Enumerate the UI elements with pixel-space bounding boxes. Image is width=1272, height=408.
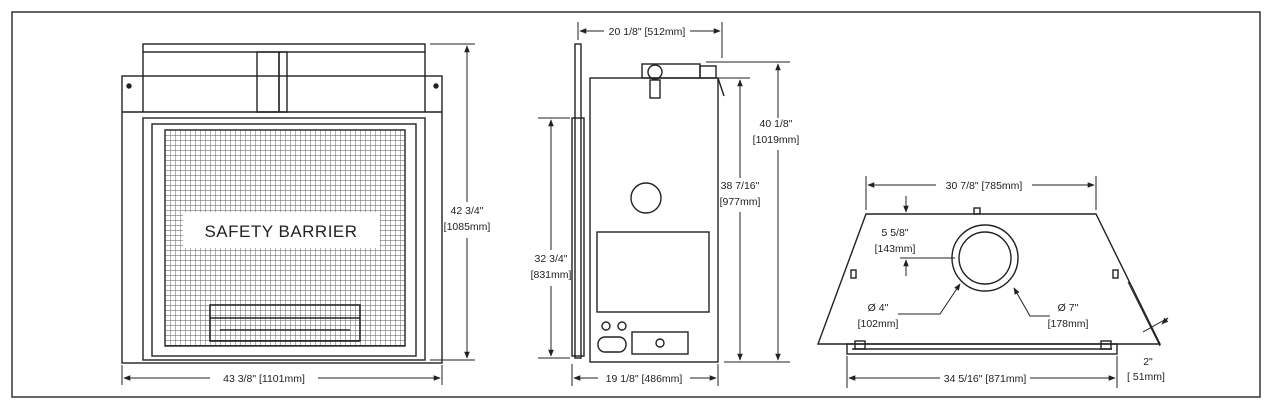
front-height-dim-mm: [1085mm] bbox=[444, 221, 491, 233]
side-top-box bbox=[699, 65, 717, 79]
side-oval-port bbox=[597, 336, 627, 353]
top-view bbox=[816, 207, 1162, 355]
side-dimensions bbox=[538, 22, 790, 386]
front-top-bar bbox=[142, 43, 426, 53]
top-depth-in: 2" bbox=[1143, 356, 1153, 368]
safety-barrier-label: SAFETY BARRIER bbox=[204, 222, 357, 241]
side-access-panel bbox=[596, 231, 710, 313]
side-body bbox=[589, 77, 719, 363]
front-log-grate bbox=[209, 304, 361, 342]
side-control-panel bbox=[631, 331, 689, 355]
side-round-opening bbox=[630, 182, 662, 214]
side-view bbox=[571, 43, 725, 363]
side-front-height-mm: [831mm] bbox=[531, 269, 572, 281]
side-door-edge bbox=[571, 117, 585, 357]
flue-inner-ring bbox=[958, 231, 1012, 285]
top-inner-dia-mm: [102mm] bbox=[858, 318, 899, 330]
front-top-bracket-right bbox=[278, 51, 288, 113]
diagram-border bbox=[11, 11, 1261, 398]
top-dimensions bbox=[846, 176, 1169, 388]
top-outer-dia-mm: [178mm] bbox=[1048, 318, 1089, 330]
front-dimensions bbox=[121, 43, 475, 385]
top-outer-dia-in: Ø 7" bbox=[1058, 302, 1079, 314]
side-body-height-mm: [977mm] bbox=[720, 196, 761, 208]
side-vent-bracket bbox=[647, 64, 663, 80]
front-surround bbox=[121, 75, 443, 364]
top-depth-mm: [ 51mm] bbox=[1127, 371, 1165, 383]
safety-barrier-plate bbox=[183, 212, 380, 248]
front-width-dim: 43 3/8" [1101mm] bbox=[223, 373, 305, 385]
side-overall-height-in: 40 1/8" bbox=[760, 118, 793, 130]
top-bottom-width-dim: 34 5/16" [871mm] bbox=[944, 373, 1027, 385]
side-body-height-in: 38 7/16" bbox=[721, 180, 760, 192]
front-frame-outer bbox=[142, 117, 426, 361]
front-view bbox=[121, 43, 443, 364]
top-outline bbox=[816, 213, 1162, 345]
front-frame-inner bbox=[151, 123, 417, 357]
side-knob-right bbox=[617, 321, 627, 331]
top-width-dim: 30 7/8" [785mm] bbox=[946, 180, 1023, 192]
front-top-bracket-left bbox=[256, 51, 280, 113]
side-front-panel bbox=[574, 43, 582, 359]
front-height-dim-in: 42 3/4" bbox=[451, 205, 484, 217]
side-front-height-in: 32 3/4" bbox=[535, 253, 568, 265]
side-overall-height-mm: [1019mm] bbox=[753, 134, 800, 146]
side-top-dim: 20 1/8" [512mm] bbox=[609, 26, 686, 38]
flue-outer-ring bbox=[951, 224, 1019, 292]
top-front-lip bbox=[846, 343, 1118, 355]
side-bottom-dim: 19 1/8" [486mm] bbox=[606, 373, 683, 385]
top-inner-dia-in: Ø 4" bbox=[868, 302, 889, 314]
top-offset-in: 5 5/8" bbox=[881, 227, 908, 239]
top-offset-mm: [143mm] bbox=[875, 243, 916, 255]
side-knob-left bbox=[601, 321, 611, 331]
